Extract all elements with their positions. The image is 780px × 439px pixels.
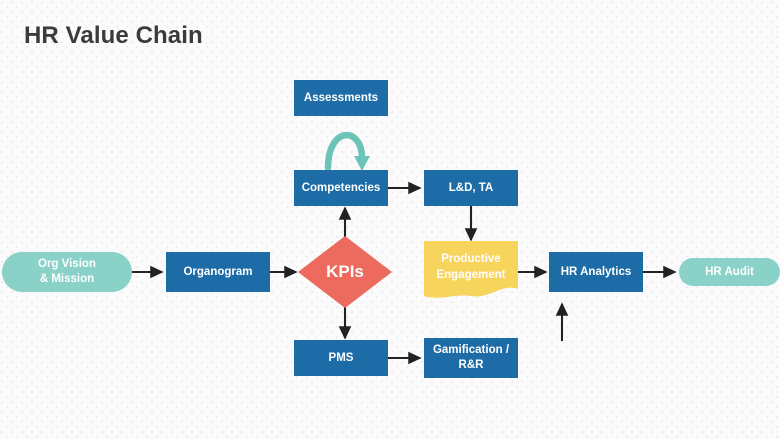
node-gamification-rr[interactable]: Gamification / R&R [424, 338, 518, 378]
node-label-gamification-rr: Gamification / R&R [433, 343, 509, 372]
connector-assessments-to-competencies-curved [324, 131, 370, 172]
document-shape [424, 241, 518, 298]
connector-organogram-to-kpis [269, 265, 298, 279]
connector-competencies-to-ld-ta [387, 181, 422, 195]
connector-org-vision-to-organogram [131, 265, 164, 279]
connector-gamification-to-productive-engagement [555, 302, 569, 341]
node-label-hr-analytics: HR Analytics [560, 265, 632, 278]
node-label-hr-audit: HR Audit [705, 265, 754, 278]
node-label-pms: PMS [328, 351, 354, 364]
connector-kpis-to-pms [338, 302, 352, 340]
node-organogram[interactable]: Organogram [166, 252, 270, 292]
node-label-wrap: Productive Engagement [436, 252, 505, 282]
node-label-productive-engagement: Productive Engagement [424, 241, 518, 301]
node-competencies[interactable]: Competencies [294, 170, 388, 206]
node-label-line2: Engagement [436, 268, 506, 281]
diamond-shape [298, 236, 392, 308]
node-label-line1: Gamification / [432, 344, 510, 357]
node-label-line1: Productive [441, 253, 501, 266]
node-label-line2: & Mission [39, 273, 95, 285]
node-hr-analytics[interactable]: HR Analytics [549, 252, 643, 292]
node-label-line1: Org Vision [38, 258, 96, 271]
node-assessments[interactable]: Assessments [294, 80, 388, 116]
node-pms[interactable]: PMS [294, 340, 388, 376]
node-label-ld-ta: L&D, TA [448, 181, 494, 194]
connector-hr-analytics-to-hr-audit [642, 265, 677, 279]
connector-pms-to-gamification [387, 351, 422, 365]
node-hr-audit[interactable]: HR Audit [679, 258, 780, 286]
node-label-organogram: Organogram [183, 265, 253, 278]
page-title: HR Value Chain [24, 22, 203, 49]
node-label-line2: R&R [458, 359, 484, 371]
node-label-kpis: KPIs [326, 262, 364, 281]
node-label-org-vision-mission: Org Vision & Mission [38, 257, 96, 286]
connector-ld-ta-to-productive-engagement [464, 205, 478, 242]
node-productive-engagement[interactable]: Productive Engagement [424, 241, 518, 301]
connector-productive-engagement-to-hr-analytics [515, 265, 548, 279]
node-label-competencies: Competencies [301, 181, 381, 194]
node-label-assessments: Assessments [303, 91, 379, 104]
node-kpis[interactable]: KPIs [298, 236, 392, 308]
node-ld-ta[interactable]: L&D, TA [424, 170, 518, 206]
node-org-vision-mission[interactable]: Org Vision & Mission [2, 252, 132, 292]
